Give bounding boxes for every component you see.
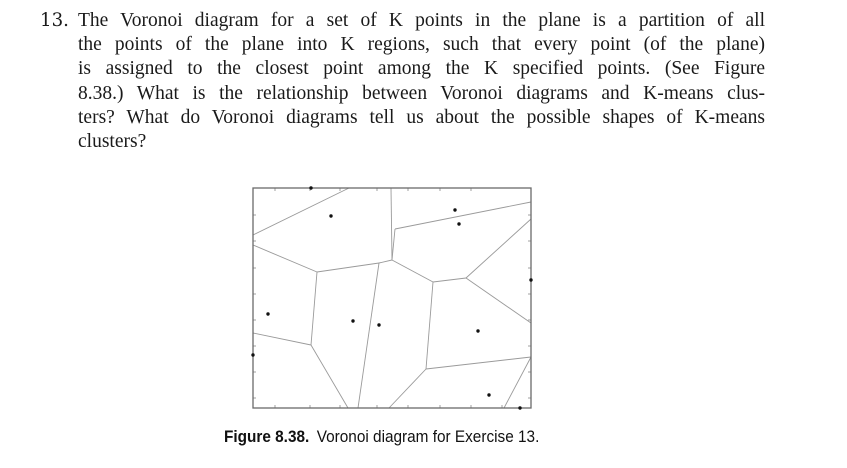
exercise-13: 13. The Voronoi diagram for a set of K p… [40, 9, 765, 154]
voronoi-edge [391, 259, 434, 283]
voronoi-figure [250, 184, 536, 414]
exercise-text-line: clusters? [78, 130, 147, 152]
site-point [518, 406, 522, 410]
voronoi-edge [425, 281, 434, 370]
voronoi-edge [394, 201, 532, 230]
site-point [251, 353, 255, 357]
voronoi-edge [391, 228, 396, 261]
voronoi-edge [432, 277, 467, 283]
site-point [453, 208, 457, 212]
site-point [309, 186, 313, 190]
figure-caption-text: Voronoi diagram for Exercise 13. [316, 428, 540, 446]
voronoi-diagram [251, 186, 533, 410]
site-point [329, 214, 333, 218]
site-point [351, 319, 355, 323]
figure-caption-label: Figure 8.38. [224, 428, 310, 446]
voronoi-edge [388, 368, 427, 409]
exercise-text-line: is assigned to the closest point among t… [78, 58, 765, 80]
voronoi-edge [425, 356, 532, 370]
voronoi-edge [252, 187, 350, 236]
voronoi-edge [310, 344, 349, 409]
voronoi-edge [390, 187, 393, 261]
voronoi-edge [378, 259, 393, 264]
figure-caption: Figure 8.38. Voronoi diagram for Exercise… [224, 428, 539, 447]
voronoi-edge [310, 271, 318, 346]
plot-frame [252, 187, 532, 409]
voronoi-edge [503, 356, 532, 409]
exercise-text-line: the points of the plane into K regions, … [78, 34, 765, 56]
exercise-text-line: 8.38.) What is the relationship between … [78, 82, 765, 104]
site-point [476, 329, 480, 333]
site-point [529, 278, 533, 282]
voronoi-edge [252, 332, 312, 346]
voronoi-edge [465, 218, 532, 279]
site-point [266, 312, 270, 316]
exercise-number: 13. [40, 10, 69, 31]
exercise-text-line: The Voronoi diagram for a set of K point… [78, 10, 765, 31]
voronoi-edge [252, 244, 318, 273]
site-point [377, 323, 381, 327]
site-point [457, 222, 461, 226]
voronoi-edge [357, 262, 380, 409]
voronoi-edge [316, 262, 380, 273]
voronoi-edge [465, 277, 532, 324]
exercise-text-line: ters? What do Voronoi diagrams tell us a… [78, 106, 765, 128]
site-point [487, 393, 491, 397]
